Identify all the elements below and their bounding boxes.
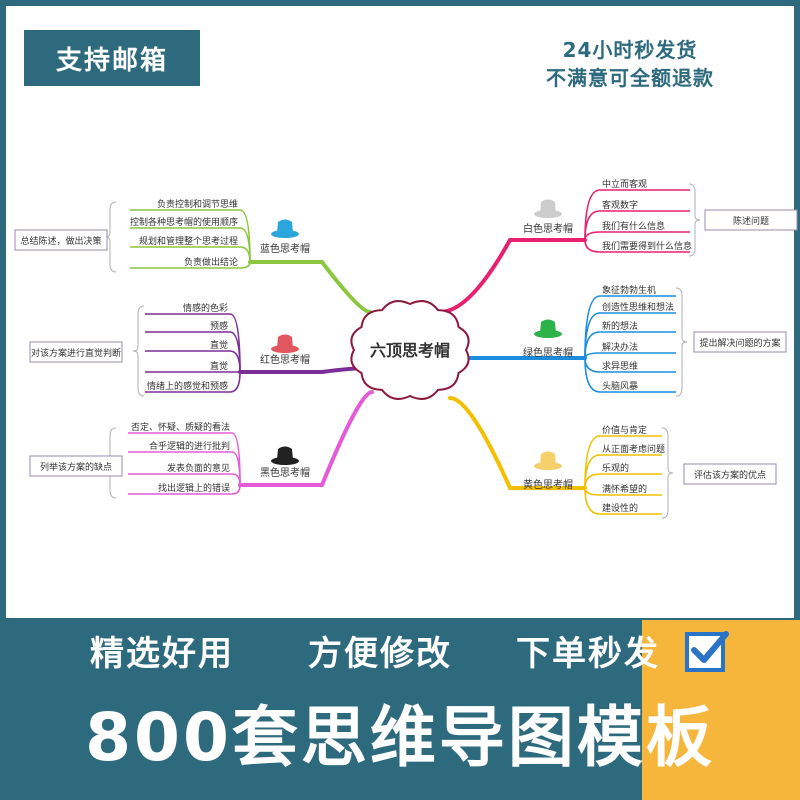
item-red-0: 情感的色彩 — [183, 302, 228, 314]
label-green-hat: 绿色思考帽 — [523, 346, 573, 359]
item-black-1: 合乎逻辑的进行批判 — [149, 440, 230, 452]
center-cloud — [350, 300, 470, 400]
summary-box-white — [704, 209, 798, 231]
hat-green-icon — [540, 319, 556, 333]
hat-yellow-icon — [540, 451, 556, 465]
label-blue-hat: 蓝色思考帽 — [260, 242, 310, 255]
connector-white-2 — [584, 231, 690, 241]
connector-yellow-2 — [584, 473, 662, 489]
item-red-2: 直觉 — [210, 339, 228, 351]
connector-white-1 — [584, 210, 690, 241]
item-white-2: 我们有什么信息 — [602, 220, 665, 232]
connector-yellow-0 — [584, 435, 662, 489]
branch-yellow — [448, 396, 587, 490]
connector-blue-3 — [130, 261, 251, 269]
item-yellow-1: 从正面考虑问题 — [602, 443, 665, 455]
item-black-2: 发表负面的意见 — [167, 462, 230, 474]
item-red-1: 预感 — [210, 320, 228, 332]
feature-3: 下单秒发 — [516, 634, 660, 674]
item-white-0: 中立而客观 — [602, 178, 647, 190]
item-green-0: 象征勃勃生机 — [602, 284, 656, 296]
support-email-tag[interactable]: 支持邮箱 — [24, 30, 200, 86]
brace-green — [675, 287, 688, 397]
checkbox-check-icon — [685, 631, 729, 672]
brace-red — [132, 305, 145, 397]
summary-black: 列举该方案的缺点 — [40, 461, 112, 473]
connector-green-2 — [584, 331, 676, 359]
label-yellow-hat: 黄色思考帽 — [523, 478, 573, 491]
item-yellow-4: 建设性的 — [602, 502, 638, 514]
promo-line-refund: 不满意可全额退款 — [546, 66, 714, 90]
branch-black — [238, 390, 374, 487]
connector-yellow-4 — [584, 487, 662, 515]
connector-black-0 — [128, 432, 241, 486]
item-blue-0: 负责控制和调节思维 — [157, 198, 238, 210]
connector-black-2 — [128, 473, 241, 486]
item-yellow-0: 价值与肯定 — [602, 424, 647, 436]
center-topic: 六顶思考帽 — [370, 341, 450, 360]
connector-black-3 — [128, 484, 241, 495]
hat-red-icon — [277, 334, 293, 348]
item-green-5: 头脑风暴 — [602, 380, 638, 392]
connector-blue-2 — [130, 246, 251, 263]
summary-box-black — [29, 455, 123, 477]
connector-red-4 — [145, 371, 241, 393]
item-white-1: 客观数字 — [602, 199, 638, 211]
connector-red-2 — [145, 350, 241, 373]
summary-yellow: 评估该方案的优点 — [694, 469, 766, 481]
headline: 800套思维导图模板 — [85, 699, 715, 776]
branch-red — [238, 366, 372, 374]
item-green-1: 创造性思维和想法 — [602, 301, 674, 313]
connector-green-5 — [584, 357, 676, 393]
item-yellow-3: 满怀希望的 — [602, 483, 647, 495]
item-black-3: 找出逻辑上的错误 — [158, 482, 230, 494]
summary-box-blue — [14, 229, 108, 251]
hat-white-icon — [540, 199, 556, 213]
label-red-hat: 红色思考帽 — [260, 353, 310, 366]
branch-blue — [248, 260, 372, 314]
brace-white — [688, 183, 701, 257]
label-black-hat: 黑色思考帽 — [260, 466, 310, 479]
item-white-3: 我们需要得到什么信息 — [602, 240, 692, 252]
connector-black-1 — [128, 451, 241, 486]
feature-2: 方便修改 — [308, 634, 452, 674]
hat-black-icon — [277, 446, 293, 460]
item-green-2: 新的想法 — [602, 320, 638, 332]
item-green-3: 解决办法 — [602, 341, 638, 353]
summary-green: 提出解决问题的方案 — [699, 337, 780, 349]
summary-red: 对该方案进行直觉判断 — [31, 347, 121, 359]
summary-box-red — [29, 341, 123, 363]
item-blue-2: 规划和管理整个思考过程 — [139, 235, 238, 247]
item-green-4: 求异思维 — [602, 360, 638, 372]
summary-blue: 总结陈述，做出决策 — [20, 235, 101, 247]
connector-green-3 — [584, 352, 676, 359]
feature-1: 精选好用 — [90, 634, 234, 674]
item-blue-3: 负责做出结论 — [184, 256, 238, 268]
mind-map: 蓝色思考帽 负责控制和调节思维控制各种思考帽的使用顺序规划和管理整个思考过程负责做… — [14, 178, 798, 519]
hat-blue-icon — [277, 219, 293, 233]
branch-white — [438, 238, 587, 314]
brace-yellow — [661, 427, 674, 519]
item-red-4: 情绪上的感觉和预感 — [147, 380, 228, 392]
item-blue-1: 控制各种思考帽的使用顺序 — [130, 216, 238, 228]
promo-line-shipping: 24小时秒发货 — [562, 38, 698, 62]
connector-white-3 — [584, 239, 690, 253]
summary-box-green — [693, 331, 787, 353]
label-white-hat: 白色思考帽 — [523, 222, 573, 235]
item-yellow-2: 乐观的 — [602, 462, 629, 474]
item-black-0: 否定、怀疑、质疑的看法 — [131, 421, 230, 433]
item-red-3: 直觉 — [210, 360, 228, 372]
summary-white: 陈述问题 — [733, 215, 769, 227]
summary-box-yellow — [683, 463, 777, 485]
